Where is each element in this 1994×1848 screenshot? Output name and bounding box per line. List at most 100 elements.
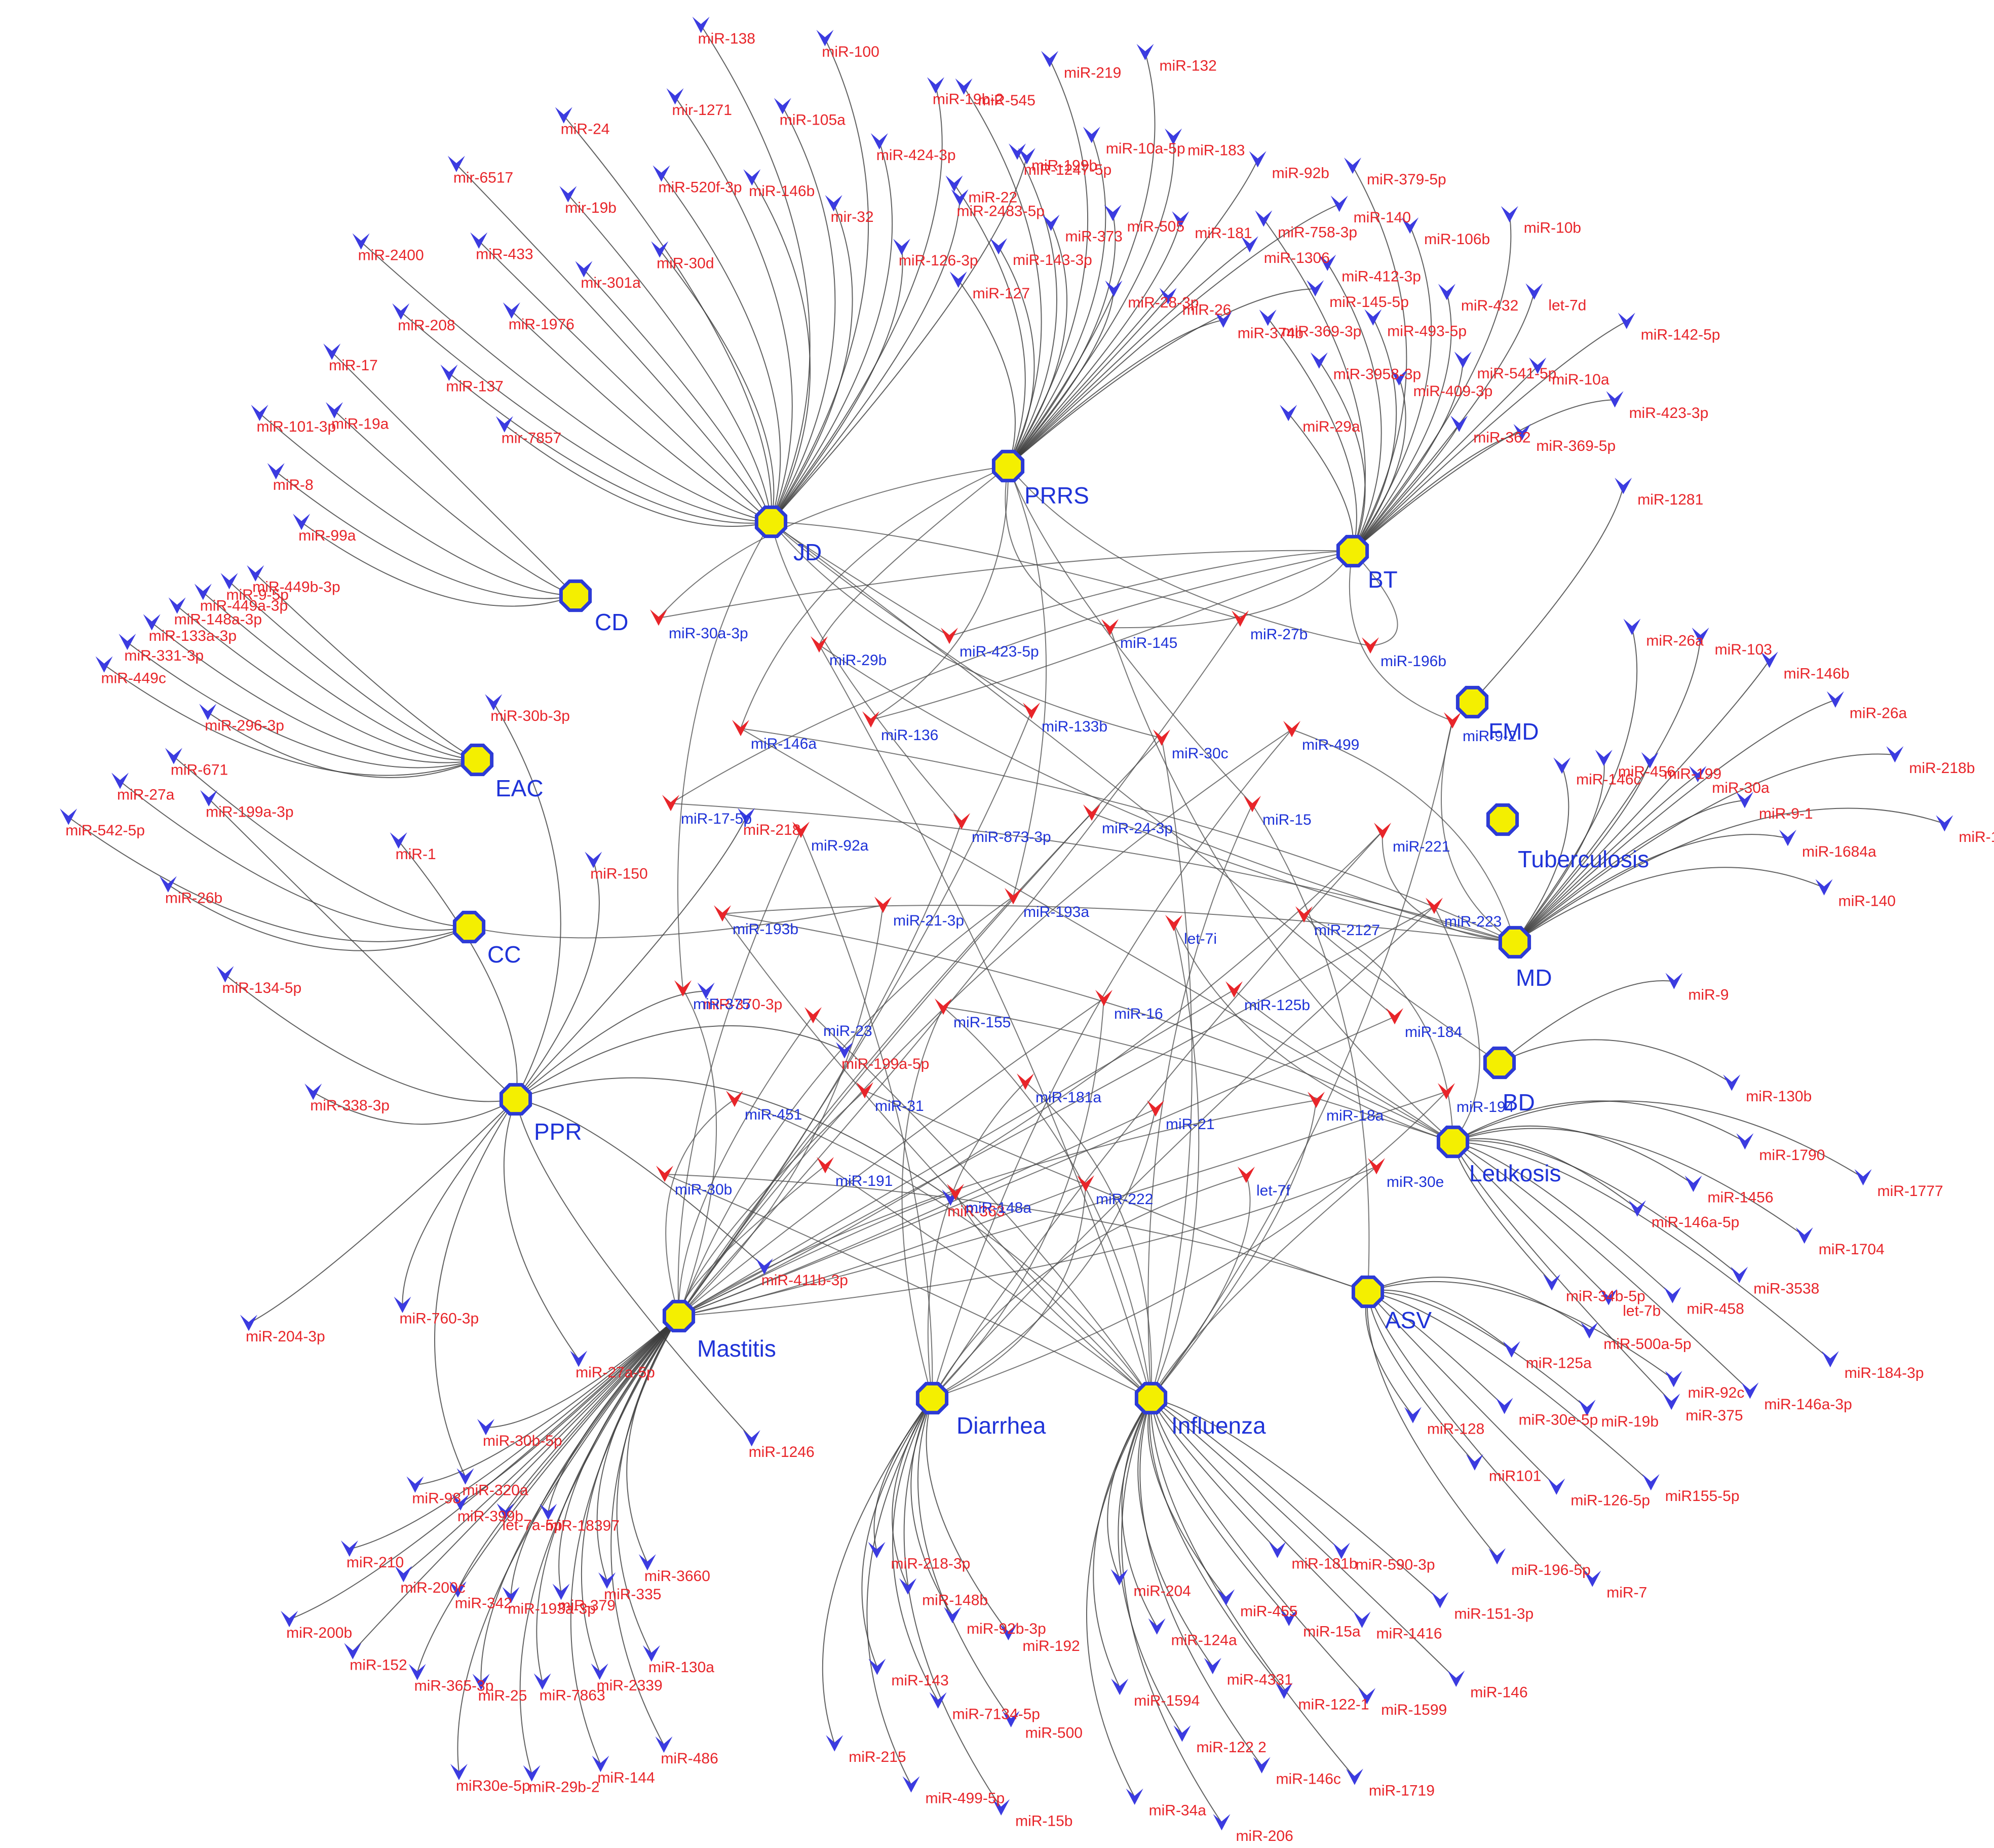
shared-edge-mir-221-md	[1382, 831, 1516, 945]
mirna-marker-mir-15a	[1280, 1609, 1298, 1627]
edge-mir-26b-cc	[168, 884, 470, 951]
mirna-label-mir-2339: miR-2339	[597, 1677, 663, 1694]
shared-marker-mir-191	[817, 1157, 834, 1174]
edge-mir-369-3p-bt	[1267, 318, 1357, 552]
edge-mir-145-5p-prrs	[1007, 288, 1316, 467]
mirna-label-mir-30b-3p: miR-30b-3p	[490, 708, 570, 724]
edge-mir-399b-mastitis	[460, 1316, 680, 1504]
edge-mir-199b-prrs	[1008, 151, 1057, 467]
edge-mir-218-ppr	[515, 816, 747, 1100]
shared-label-mir-30b: miR-30b	[675, 1181, 732, 1198]
edge-mir-206-influenza	[1121, 1397, 1222, 1823]
mirna-label-mir-122-2: miR-122 2	[1196, 1739, 1266, 1756]
mirna-marker-mir-760-3p	[394, 1296, 411, 1313]
edge-mir-27a-cc	[120, 781, 470, 931]
shared-label-mir-21: miR-21	[1166, 1116, 1215, 1133]
shared-edge-mir-21-mastitis	[678, 1108, 1156, 1317]
shared-marker-mir-16	[1095, 990, 1113, 1007]
edge-mir-671-cc	[173, 756, 470, 930]
edge-mir-760-3p-ppr	[402, 1098, 516, 1305]
mirna-marker-mir-127	[949, 271, 967, 288]
mirna-marker-mir-210	[340, 1540, 358, 1557]
mirna-marker-mir-124a	[1148, 1618, 1166, 1635]
mirna-marker-mir-143	[868, 1659, 886, 1675]
shared-edge-mir-16-mastitis	[678, 998, 1104, 1317]
mirna-marker-mir-26	[1159, 288, 1177, 304]
edge-mir-208-jd	[400, 312, 772, 525]
mirna-marker-mir-206	[1213, 1814, 1231, 1831]
shared-edge-mir-9-2-md	[1441, 720, 1516, 943]
edge-mir-146a-3p-leukosis	[1452, 1141, 1751, 1392]
shared-edge-mir-2127-bd	[1303, 914, 1501, 1063]
mirna-label-mir-193a-3p: miR-193a-3p	[508, 1601, 596, 1618]
mirna-marker-mir-369-5p	[1513, 423, 1531, 441]
mirna-label-mir-6517: mir-6517	[453, 170, 513, 186]
mirna-marker-mir-1662	[1936, 815, 1953, 832]
shared-label-mir-30c: miR-30c	[1172, 745, 1229, 762]
edge-layer	[68, 25, 1945, 1823]
shared-marker-mir-30e	[1368, 1158, 1385, 1175]
shared-label-mir-29b: miR-29b	[829, 652, 887, 669]
mirna-label-mir-449b-3p: miR-449b-3p	[252, 579, 340, 596]
mirna-label-mir-199a-3p: miR-199a-3p	[206, 804, 293, 821]
mirna-label-mir-1684a: miR-1684a	[1802, 843, 1876, 860]
mirna-label-mir-215: miR-215	[849, 1749, 906, 1765]
mirna-label-mir-1976: miR-1976	[509, 316, 574, 333]
shared-marker-mir-27b	[1232, 610, 1249, 627]
shared-edge-layer	[468, 464, 1516, 1399]
edge-mir-458-leukosis	[1452, 1140, 1673, 1296]
mirna-label-mir-146b: miR-146b	[749, 183, 815, 200]
shared-edge-mir-193b-md	[722, 905, 1516, 945]
edge-mir-449a-3p-eac	[203, 592, 478, 762]
mirna-label-mir-19a: miR-19a	[331, 416, 389, 433]
edge-mir-2400-jd	[360, 241, 772, 524]
mirna-marker-mir-126-5p	[1548, 1478, 1565, 1495]
shared-edge-mir-125b-leukosis	[1234, 989, 1454, 1142]
edge-mir-9-1-md	[1514, 800, 1745, 943]
shared-edge-mir-155-leukosis	[943, 1007, 1454, 1143]
mirna-marker-mir-18397	[540, 1504, 557, 1520]
mirna-label-mir-320a: miR-320a	[463, 1482, 528, 1498]
mirna-label-mir-9-1: miR-9-1	[1759, 805, 1813, 822]
mirna-label-mir-1594: miR-1594	[1134, 1692, 1200, 1709]
shared-edge-mir-18a-influenza	[1151, 1100, 1317, 1399]
mirna-marker-mir-125a	[1503, 1341, 1520, 1358]
shared-edge-mir-17-5p-bt	[670, 550, 1354, 804]
mirna-label-mir-196-5p: miR-196-5p	[1511, 1562, 1591, 1578]
edge-mir-1246-ppr	[514, 1098, 752, 1439]
edge-mir-19b-2-jd	[771, 86, 943, 523]
shared-label-mir-451: miR-451	[745, 1106, 802, 1123]
edge-mir-196-5p-asv	[1364, 1291, 1498, 1557]
edge-mir-98-mastitis	[415, 1316, 680, 1486]
edge-mir-449c-eac	[103, 664, 478, 776]
mirna-marker-mir-29a	[1280, 405, 1297, 421]
edge-mir-26a-md	[1514, 699, 1836, 943]
mirna-label-mir-671: miR-671	[171, 761, 228, 778]
edge-mir-146-influenza	[1150, 1398, 1456, 1680]
shared-edge-mir-146a-leukosis	[740, 728, 1454, 1142]
shared-label-mir-30a-3p: miR-30a-3p	[669, 625, 748, 642]
disease-node-diarrhea	[915, 1381, 949, 1415]
mirna-label-mir-98: miR-98	[412, 1490, 461, 1507]
shared-marker-mir-221	[1374, 823, 1391, 839]
mirna-label-mir-125a: miR-125a	[1526, 1355, 1592, 1372]
shared-edge-mir-31-asv	[864, 1090, 1369, 1293]
edge-mir-375-leukosis	[1452, 1141, 1672, 1403]
edge-mir-412-3p-bt	[1327, 263, 1382, 552]
mirna-label-mir-18397: miR-18397	[545, 1518, 620, 1534]
edge-mir-10a-5p-prrs	[1008, 135, 1106, 467]
mirna-label-mir-184-3p: miR-184-3p	[1845, 1365, 1924, 1381]
disease-label-md: MD	[1516, 965, 1552, 991]
mirna-label-mir-146a-5p: miR-146a-5p	[1652, 1214, 1739, 1230]
mirna-marker-mir155-5p	[1642, 1474, 1660, 1491]
mirna-marker-mir-1456	[1684, 1175, 1702, 1192]
mirna-marker-mir-1790	[1736, 1133, 1754, 1150]
shared-edge-mir-30a-3p-prrs	[658, 464, 1009, 619]
shared-edge-mir-30b-influenza	[664, 1174, 1152, 1399]
edge-mir-486-mastitis	[610, 1315, 679, 1746]
edge-mir-126-3p-jd	[771, 247, 903, 523]
mirna-marker-mir-25	[472, 1674, 490, 1690]
shared-label-let-7i: let-7i	[1184, 931, 1217, 947]
mirna-label-mir-362: miR-362	[1473, 429, 1530, 446]
